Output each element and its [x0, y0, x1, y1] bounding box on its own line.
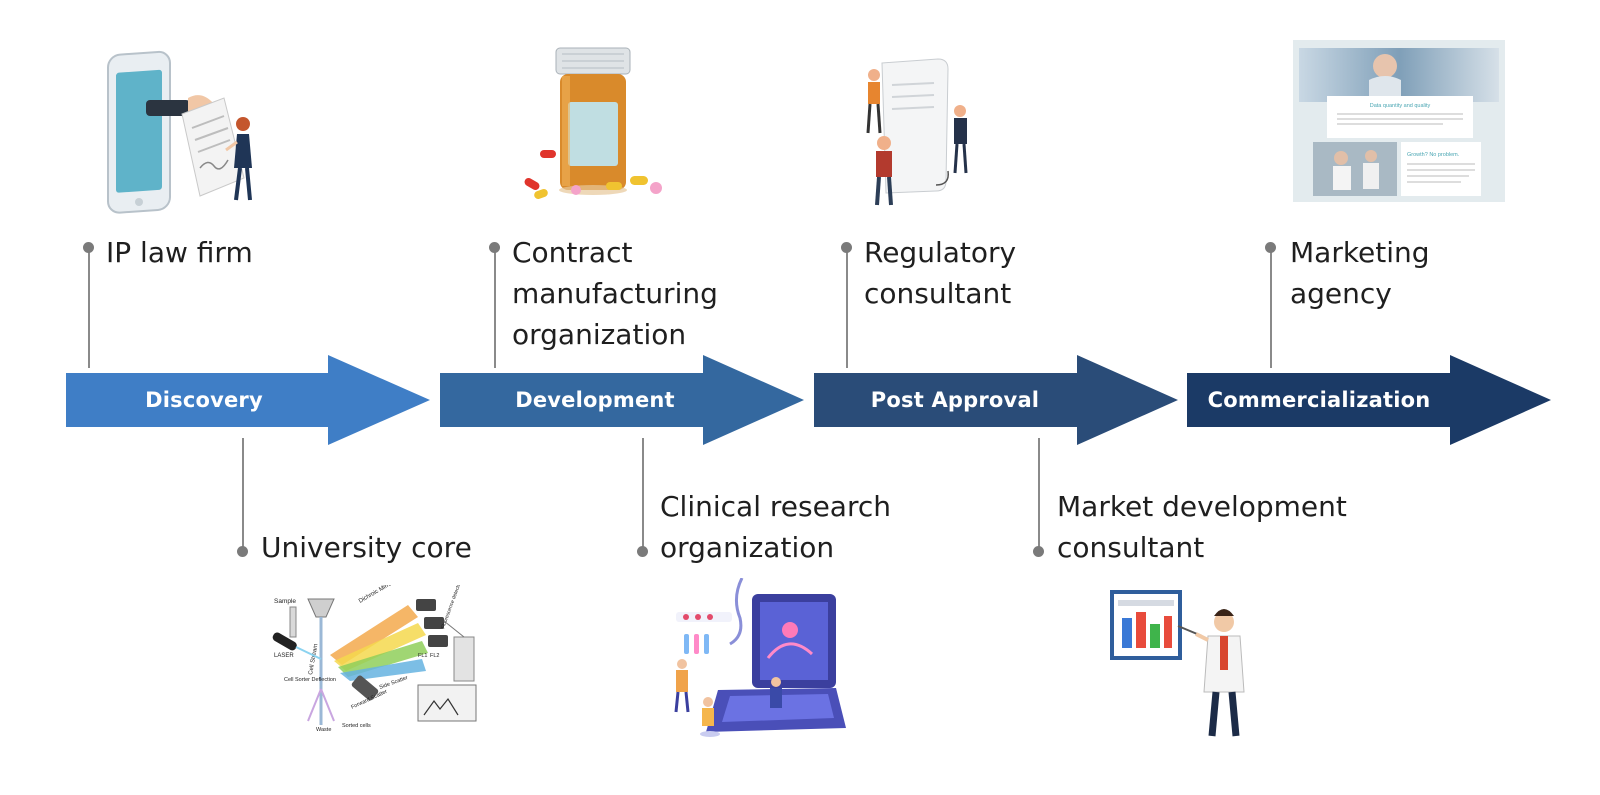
brochure-heading-2: Growth? No problem. [1407, 152, 1460, 158]
brochure-heading-1: Data quantity and quality [1370, 103, 1431, 109]
cytometer-label-waste: Waste [316, 727, 331, 733]
provider-label-cmo: Contract manufacturing organization [512, 236, 718, 351]
phone-contract-icon [100, 50, 260, 220]
cytometer-label-cell-stream: Cell Stream [308, 643, 319, 675]
provider-label-market-development-consultant: Market development consultant [1057, 490, 1347, 564]
cytometer-label-fluorescence-detectors: Fluorescence detectors [440, 585, 464, 630]
connector-line [242, 438, 244, 552]
stage-label-post-approval: Post Approval [870, 388, 1040, 412]
cytometer-label-dichroic-mirrors: Dichroic Mirrors [358, 585, 397, 605]
provider-label-ip-law-firm: IP law firm [106, 236, 253, 269]
cytometer-label-side-scatter: Side Scatter [379, 675, 409, 691]
provider-label-regulatory-consultant: Regulatory consultant [864, 236, 1017, 310]
stage-arrow-development: Development [440, 355, 804, 445]
stage-arrow-discovery: Discovery [66, 355, 430, 445]
arrow-shape [66, 355, 430, 445]
connector-line [1270, 248, 1272, 368]
flow-cytometer-icon: Sample Cell Stream LASER Dichroic Mirror… [268, 585, 488, 735]
cytometer-label-fl1: FL1 [418, 653, 427, 659]
marketing-brochure-icon: Data quantity and quality Growth? No pro… [1293, 40, 1505, 202]
stage-label-discovery: Discovery [145, 388, 263, 412]
laptop-lab-icon [668, 578, 848, 748]
connector-dot [841, 242, 852, 253]
connector-dot [1265, 242, 1276, 253]
provider-label-cro: Clinical research organization [660, 490, 891, 564]
connector-dot [489, 242, 500, 253]
connector-line [1038, 438, 1040, 552]
stage-label-development: Development [515, 388, 675, 412]
connector-dot [237, 546, 248, 557]
arrow-shape [440, 355, 804, 445]
connector-line [846, 248, 848, 368]
presenter-chart-icon [1108, 590, 1258, 745]
connector-line [494, 248, 496, 368]
cytometer-label-laser: LASER [274, 653, 294, 659]
connector-dot [637, 546, 648, 557]
connector-dot [1033, 546, 1044, 557]
cytometer-label-sorted-cells: Sorted cells [342, 723, 371, 729]
cytometer-label-fl2: FL2 [430, 653, 439, 659]
connector-line [642, 438, 644, 552]
document-team-icon [858, 55, 983, 210]
cytometer-label-sample: Sample [274, 598, 296, 605]
provider-label-marketing-agency: Marketing agency [1290, 236, 1430, 310]
arrow-shape [814, 355, 1178, 445]
cytometer-label-cell-sorter-deflection: Cell Sorter Deflection [284, 677, 336, 683]
stage-label-commercialization: Commercialization [1207, 388, 1431, 412]
connector-dot [83, 242, 94, 253]
stage-arrow-post-approval: Post Approval [814, 355, 1178, 445]
stage-arrow-commercialization: Commercialization [1187, 355, 1551, 445]
pill-bottle-icon [518, 44, 668, 204]
arrow-shape [1187, 355, 1551, 445]
provider-label-university-core: University core [261, 531, 472, 564]
connector-line [88, 248, 90, 368]
